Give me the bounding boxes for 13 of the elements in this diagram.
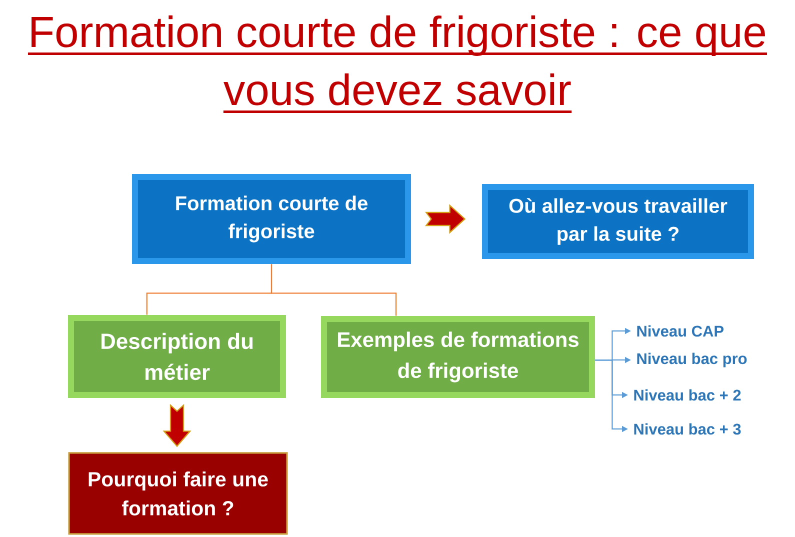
topic-box: Description du métier [68, 314, 286, 398]
topic-box: Exemples de formations de frigoriste [321, 316, 595, 398]
level-label: Niveau bac + 3 [634, 423, 741, 435]
level-label: Niveau CAP [637, 325, 724, 337]
connector-line [270, 264, 397, 316]
topic-box: Où allez-vous travailler par la suite ? [482, 184, 754, 259]
level-label: Niveau bac + 2 [634, 389, 741, 401]
topic-box: Formation courte de frigoriste [132, 174, 411, 264]
title: Formation courte de frigoriste : ce que vous devez savoir [28, 15, 768, 113]
question-box: Pourquoi faire une formation ? [68, 452, 288, 535]
block-arrow [162, 404, 192, 448]
block-arrow [424, 204, 466, 234]
level-label: Niveau bac pro [637, 352, 747, 368]
